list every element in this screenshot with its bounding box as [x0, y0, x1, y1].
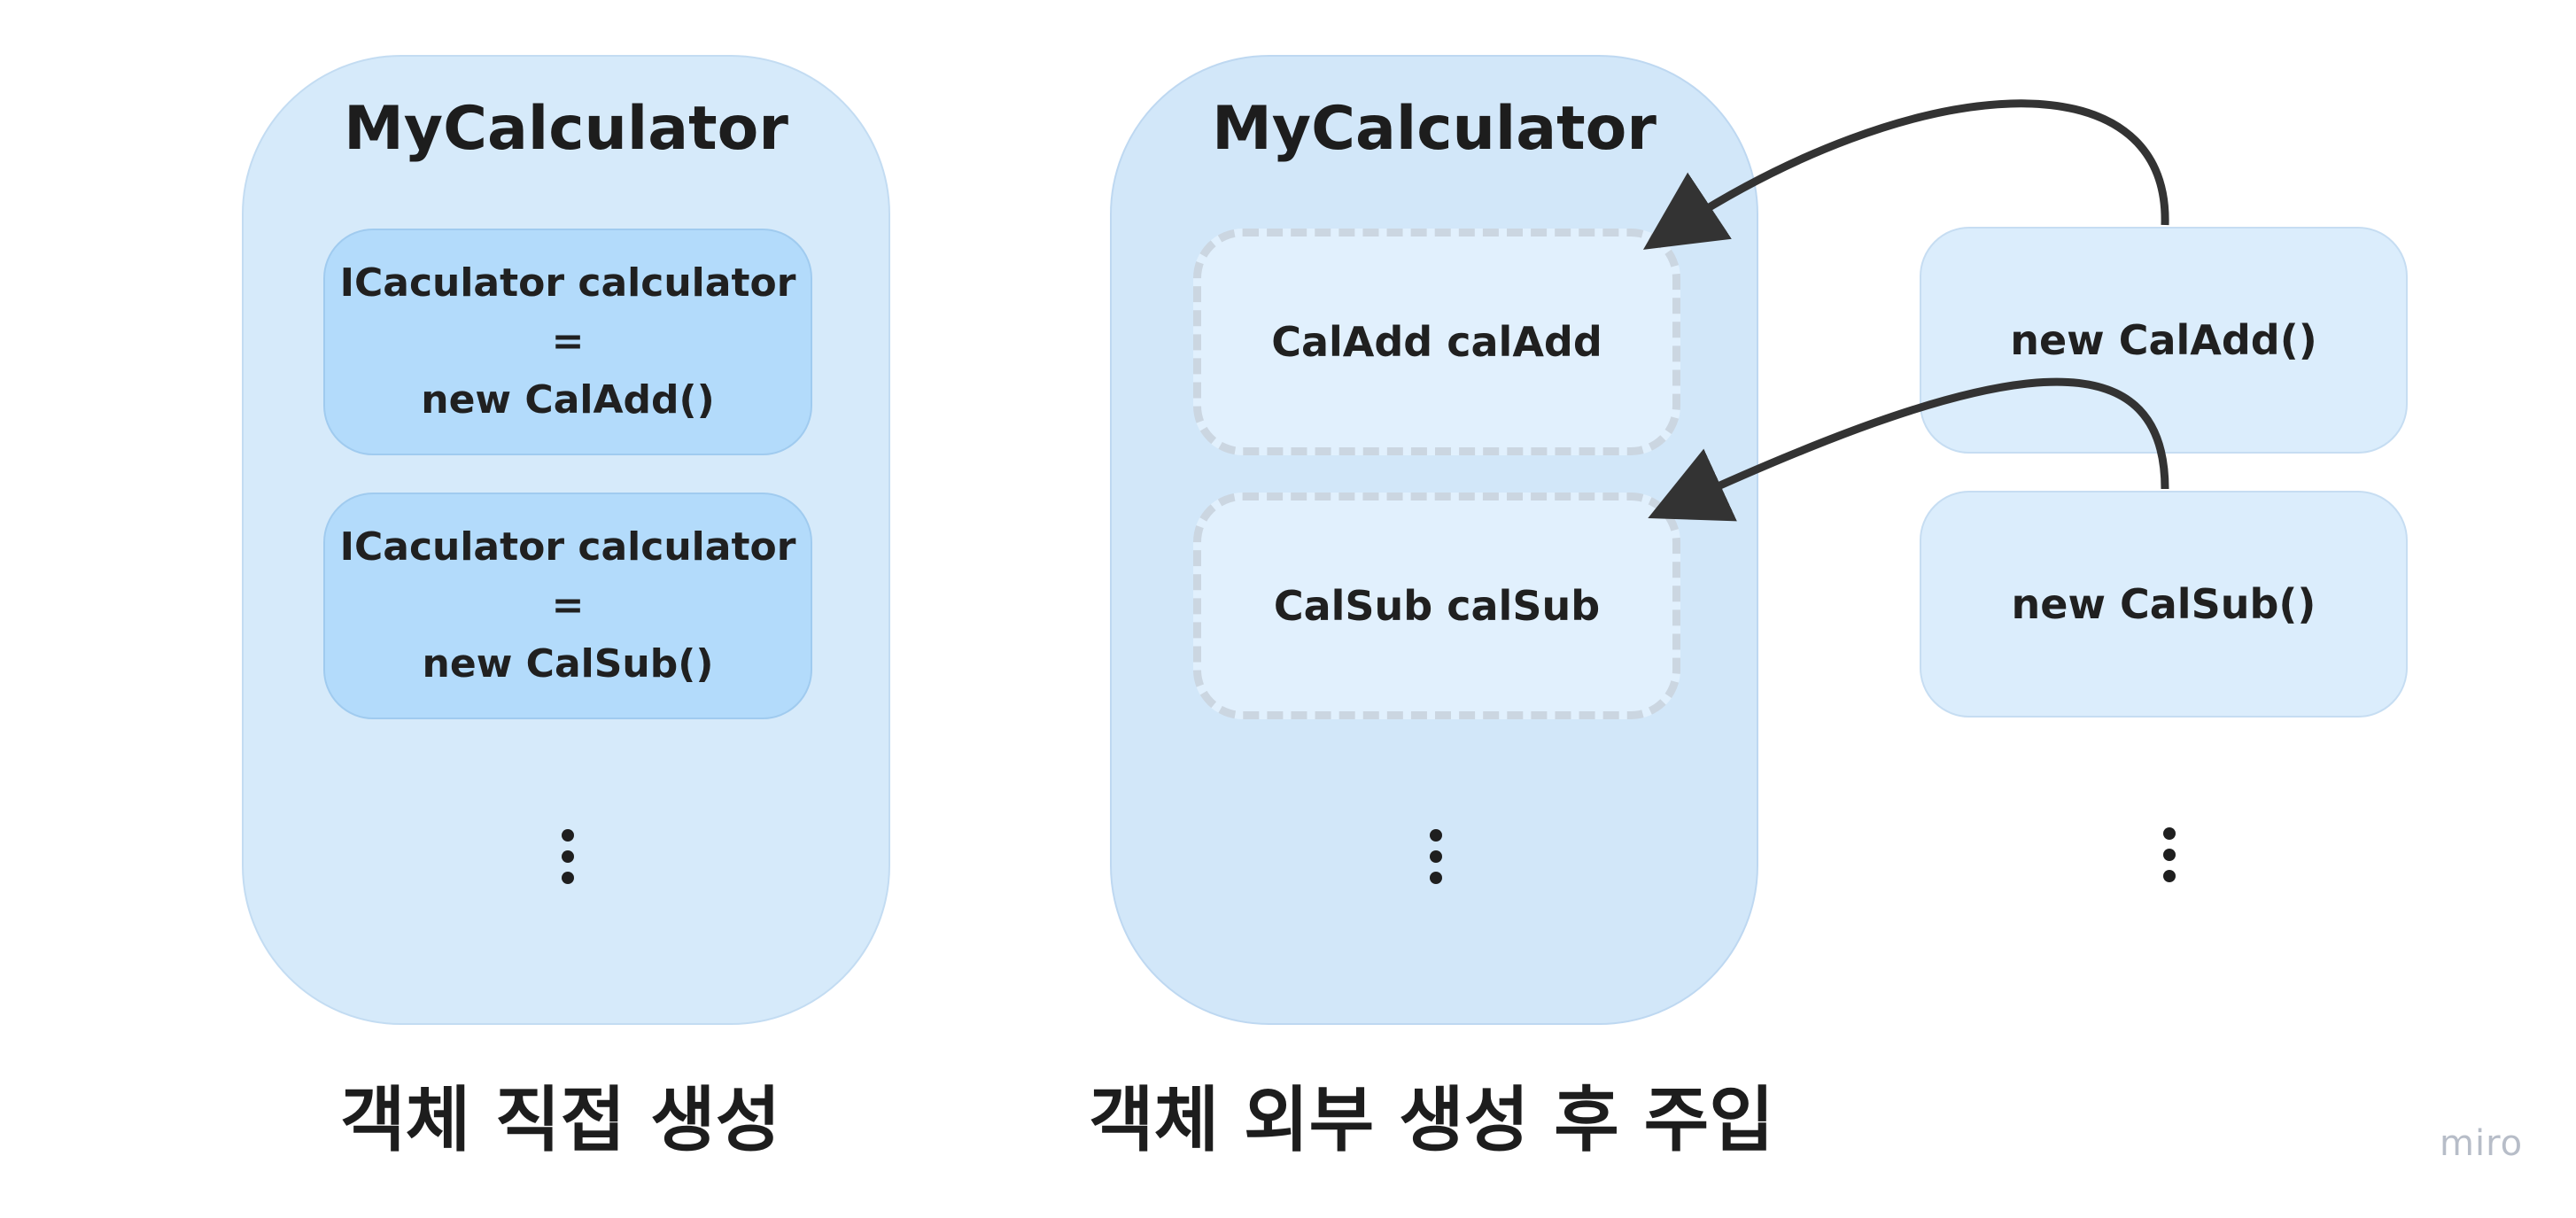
container-title: MyCalculator: [344, 94, 788, 164]
calculator-add-box: ICaculator calculator = new CalAdd(): [323, 229, 812, 455]
direct-creation-caption: 객체 직접 생성: [340, 1079, 781, 1161]
arrow-caladd-inject: [1642, 99, 2169, 250]
calculator-sub-box: ICaculator calculator = new CalSub(): [323, 493, 812, 719]
ellipsis-icon: [562, 829, 574, 893]
ellipsis-icon: [1430, 829, 1442, 893]
miro-watermark: miro: [2440, 1123, 2524, 1164]
container-title: MyCalculator: [1212, 94, 1657, 164]
calsub-slot: CalSub calSub: [1193, 493, 1680, 719]
ellipsis-icon: [2163, 827, 2176, 891]
new-caladd-box: new CalAdd(): [1920, 227, 2408, 454]
injection-container: MyCalculator CalAdd calAdd CalSub calSub: [1110, 55, 1758, 1025]
direct-creation-container: MyCalculator ICaculator calculator = new…: [242, 55, 890, 1025]
new-calsub-box: new CalSub(): [1920, 491, 2408, 718]
injection-caption: 객체 외부 생성 후 주입: [1089, 1079, 1774, 1161]
arrow-calsub-inject: [1648, 377, 2169, 522]
caladd-slot: CalAdd calAdd: [1193, 229, 1680, 455]
